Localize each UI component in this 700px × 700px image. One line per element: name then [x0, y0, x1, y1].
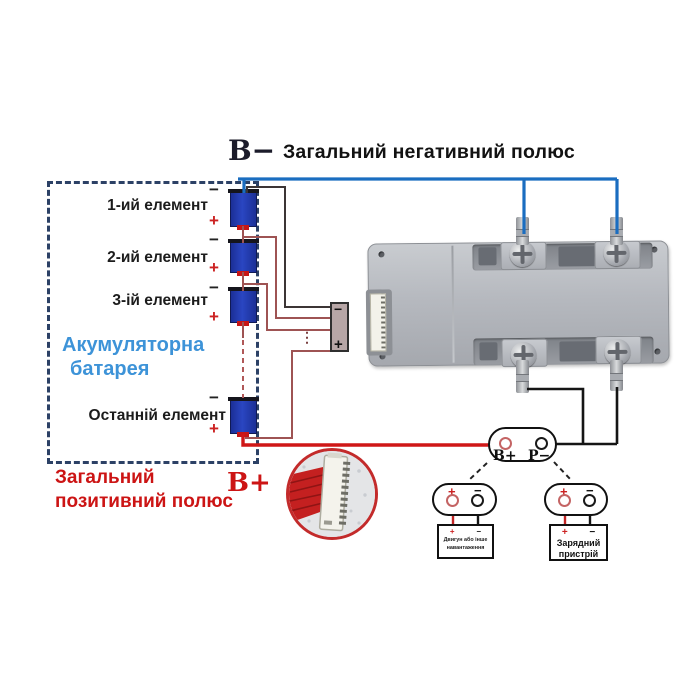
cell-1-plus-sign: + [209, 211, 219, 230]
balance-connector-minus: − [334, 301, 343, 317]
b-minus-symbol: B− [228, 134, 276, 167]
bms-terminal-post-top-left [516, 217, 529, 245]
cell-2-label: 2-ий елемент [107, 249, 208, 266]
cell-2-minus-sign: − [209, 230, 219, 249]
load-box-minus: − [476, 527, 482, 536]
charger-plus-circle [558, 494, 571, 507]
charger-name-line1: Зарядний [556, 538, 601, 548]
balance-connector-plus: + [334, 336, 343, 353]
load-plus-sign: + [448, 484, 456, 499]
cell-last-minus-sign: − [209, 388, 219, 407]
load-minus-circle [471, 494, 484, 507]
battery-cell-2 [228, 239, 259, 276]
cell-2-plus-sign: + [209, 258, 219, 277]
bms-terminal-post-bottom-left [516, 360, 529, 393]
cell-last-plus-sign: + [209, 419, 219, 438]
terminal-slot [479, 342, 498, 361]
charger-minus-circle [583, 494, 596, 507]
load-name-line2: навантаження [446, 545, 485, 552]
load-terminal-oval [432, 483, 497, 516]
balance-port-notch [365, 289, 393, 356]
wire-b-minus-blue [238, 177, 619, 234]
terminal-slot [558, 246, 599, 267]
load-plus-circle [446, 494, 459, 507]
charger-name-line2: пристрій [558, 549, 599, 560]
charger-minus-sign: − [586, 483, 594, 498]
charger-device-box: + − Зарядний пристрій [549, 524, 608, 561]
battery-cell-1 [228, 189, 259, 230]
battery-pack-name-line2: батарея [70, 358, 150, 380]
load-box-plus: + [449, 527, 455, 536]
page-title: Загальний негативний полюс [283, 141, 575, 163]
bms-terminal-post-top-right [610, 217, 623, 245]
board-seam [451, 245, 455, 363]
cell-3-label: 3-ій елемент [112, 292, 208, 309]
balance-port-connector [369, 293, 387, 352]
dashed-link-to-load [468, 462, 488, 481]
terminal-slot [478, 247, 497, 266]
omitted-wires-ellipsis: ⋮ [300, 329, 314, 345]
cell-3-minus-sign: − [209, 278, 219, 297]
wire-balance-cell1-minus [246, 186, 330, 308]
wire-b-plus-red [241, 434, 500, 447]
load-minus-sign: − [474, 483, 482, 498]
cell-1-label: 1-ий елемент [107, 197, 208, 214]
load-device-box: + − Двигун або інше навантаження [437, 524, 494, 559]
cell-1-minus-sign: − [209, 180, 219, 199]
balance-connector-block [330, 302, 349, 352]
connector-closeup-inset [286, 448, 378, 540]
cell-3-plus-sign: + [209, 307, 219, 326]
load-name-line1: Двигун або інше [443, 537, 488, 543]
charger-box-minus: − [589, 527, 596, 538]
corner-screw-icon [378, 251, 385, 258]
cell-last-label: Останній елемент [88, 407, 226, 424]
positive-pole-label-line1: Загальний [55, 467, 155, 488]
output-p-minus-label: P− [528, 448, 551, 464]
charger-plus-sign: + [560, 484, 568, 499]
charger-box-plus: + [561, 527, 568, 538]
battery-cell-3 [228, 287, 259, 326]
terminal-slot [559, 341, 600, 362]
bms-board [365, 239, 670, 369]
battery-cell-last [228, 397, 259, 437]
connector-closeup-photo [289, 451, 375, 537]
charger-terminal-oval [544, 483, 608, 516]
b-plus-symbol: B+ [227, 468, 271, 498]
bms-terminal-post-bottom-right [610, 360, 623, 391]
b-plus-terminal-circle [499, 437, 512, 450]
positive-pole-label-line2: позитивний полюс [55, 491, 233, 512]
corner-screw-icon [654, 348, 661, 355]
connector-pins [380, 296, 386, 349]
output-b-plus-label: B+ [493, 448, 517, 464]
dashed-link-to-charger [553, 461, 572, 481]
battery-pack-name-line1: Акумуляторна [62, 334, 205, 356]
